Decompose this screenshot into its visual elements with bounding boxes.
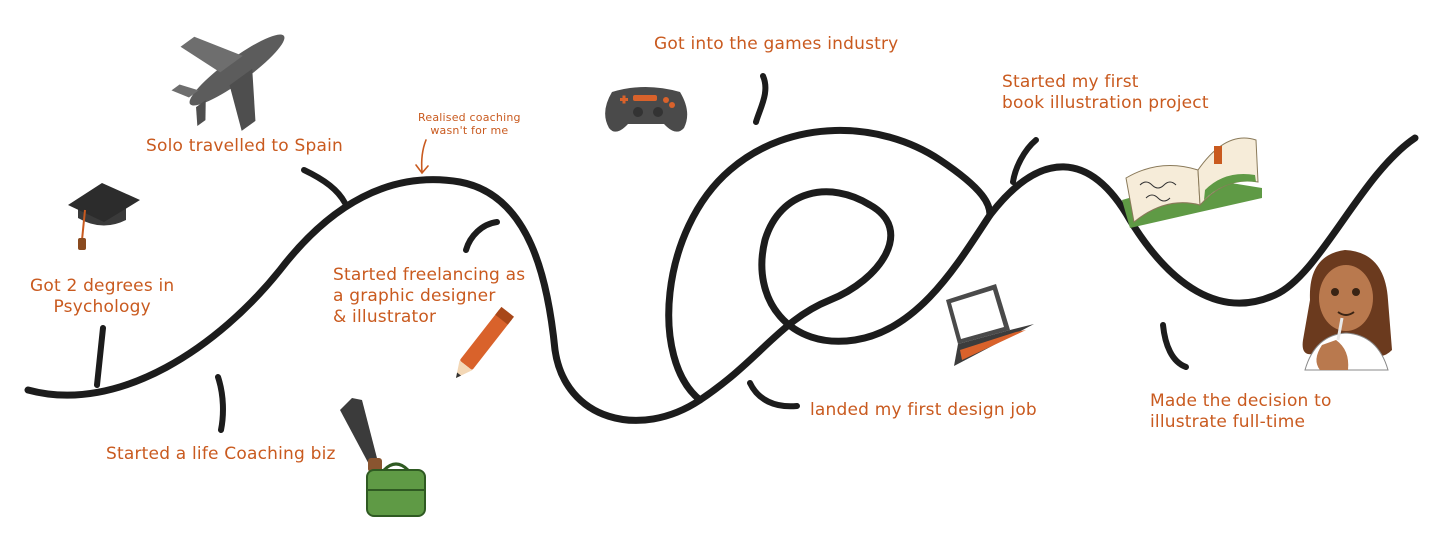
label-book-line-2: book illustration project (1002, 93, 1209, 113)
label-fulltime-line-2: illustrate full-time (1150, 412, 1306, 432)
graduation-cap-icon (68, 183, 140, 250)
label-freelancing-line-2: a graphic designer (333, 286, 496, 306)
connector-lines (94, 73, 1189, 433)
briefcase-icon (340, 398, 426, 517)
connector-book (1010, 137, 1039, 185)
open-book-icon (1122, 137, 1262, 228)
label-freelancing: Started freelancing as a graphic designe… (333, 265, 525, 328)
label-degrees: Got 2 degrees in Psychology (30, 276, 174, 318)
illustrator-avatar (1302, 250, 1392, 371)
label-design-job: landed my first design job (810, 400, 1037, 420)
connector-fulltime (1160, 322, 1189, 370)
connector-degrees (94, 325, 106, 388)
label-realised-line-1: Realised coaching (418, 111, 521, 124)
label-realised: Realised coaching wasn't for me (418, 111, 521, 137)
game-controller-icon (605, 87, 688, 132)
label-book-line-1: Started my first (1002, 72, 1139, 92)
label-realised-line-2: wasn't for me (430, 124, 509, 137)
connector-games (753, 73, 769, 125)
connector-freelance (463, 219, 500, 253)
pencil-icon (455, 306, 515, 378)
journey-loop (665, 127, 994, 404)
label-freelancing-line-3: & illustrator (333, 307, 437, 327)
connector-design-job (747, 380, 800, 410)
label-degrees-line-1: Got 2 degrees in (30, 276, 175, 296)
label-games: Got into the games industry (654, 34, 899, 54)
label-coaching-biz: Started a life Coaching biz (106, 444, 336, 464)
realised-arrow (415, 139, 429, 175)
airplane-icon (171, 34, 285, 131)
label-book: Started my first book illustration proje… (1002, 72, 1209, 114)
connector-coaching (215, 374, 226, 433)
label-fulltime-line-1: Made the decision to (1150, 391, 1332, 411)
label-freelancing-line-1: Started freelancing as (333, 265, 526, 285)
connector-spain (301, 167, 348, 206)
laptop-icon (946, 284, 1034, 366)
label-spain: Solo travelled to Spain (146, 136, 343, 156)
label-fulltime: Made the decision to illustrate full-tim… (1150, 391, 1332, 433)
label-degrees-line-2: Psychology (53, 297, 151, 317)
